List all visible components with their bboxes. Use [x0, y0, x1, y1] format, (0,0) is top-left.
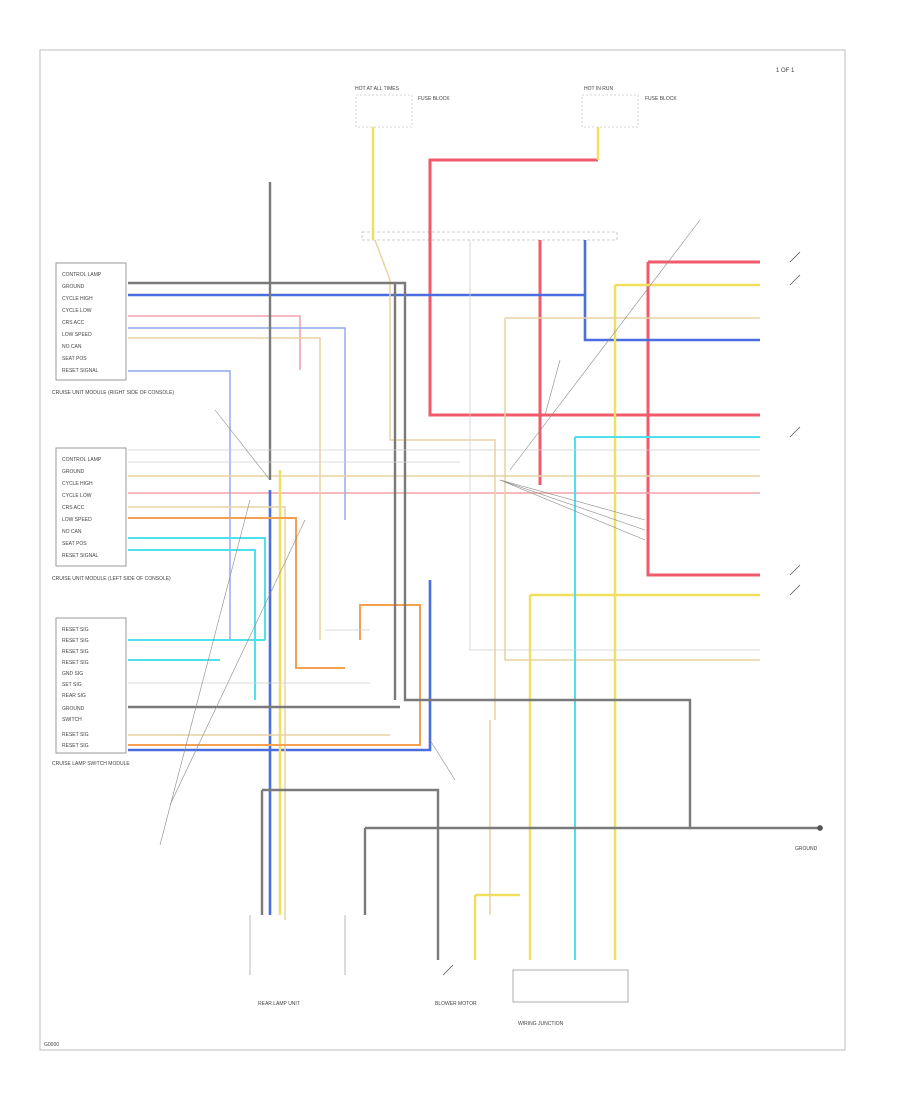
connector-c-pin: REAR SIG: [62, 693, 86, 699]
connector-c-pin: RESET SIG: [62, 660, 89, 666]
connector-b-pin: GROUND: [62, 469, 85, 475]
connector-c-pin: GND SIG: [62, 671, 83, 677]
connector-c-caption: CRUISE LAMP SWITCH MODULE: [52, 761, 130, 767]
splice-bar: [361, 231, 618, 241]
connector-c-pin: SWITCH: [62, 717, 82, 723]
blower-motor-label: BLOWER MOTOR: [435, 1001, 477, 1007]
connector-c-pin: RESET SIG: [62, 732, 89, 738]
connector-a-pin: CONTROL LAMP: [62, 272, 102, 278]
connector-b-pin: RESET SIGNAL: [62, 553, 99, 559]
wire-thin: [128, 240, 760, 684]
connector-a-pin: NO CAN: [62, 344, 82, 350]
connector-a-pin: GROUND: [62, 284, 85, 290]
connector-c-pin: RESET SIG: [62, 743, 89, 749]
ground-label: GROUND: [795, 846, 818, 852]
fuse-block-right: HOT IN RUN FUSE BLOCK: [581, 86, 677, 128]
wire-orange: [128, 517, 421, 746]
fuse-block-left-title: HOT AT ALL TIMES: [355, 86, 400, 92]
switch-symbols: [442, 251, 823, 976]
wiring-junction-box: WIRING JUNCTION: [512, 969, 629, 1027]
connector-c-pin: RESET SIG: [62, 638, 89, 644]
wire-tan: [128, 239, 760, 920]
connector-c-pin: SET SIG: [62, 682, 82, 688]
wiring-junction-label: WIRING JUNCTION: [518, 1021, 564, 1027]
wire-gray: [128, 182, 820, 960]
connector-a-pin: CYCLE HIGH: [62, 296, 93, 302]
connector-b: CONTROL LAMP GROUND CYCLE HIGH CYCLE LOW…: [52, 447, 171, 582]
connector-a-pin: CYCLE LOW: [62, 308, 92, 314]
wire-blue: [128, 240, 760, 915]
footer-code: G0000: [44, 1042, 59, 1048]
connector-b-pin: CYCLE HIGH: [62, 481, 93, 487]
connector-c-pin: GROUND: [62, 706, 85, 712]
connector-a-caption: CRUISE UNIT MODULE (RIGHT SIDE OF CONSOL…: [52, 390, 174, 396]
fuse-block-right-label: FUSE BLOCK: [645, 96, 677, 102]
connector-a: CONTROL LAMP GROUND CYCLE HIGH CYCLE LOW…: [52, 262, 174, 396]
wire-red: [428, 158, 760, 577]
fuse-block-left-label: FUSE BLOCK: [418, 96, 450, 102]
connector-b-pin: NO CAN: [62, 529, 82, 535]
connector-b-pin: CRS ACC: [62, 505, 85, 511]
bottom-brackets: [249, 915, 346, 975]
connector-a-pin: LOW SPEED: [62, 332, 92, 338]
corner-label: 1 OF 1: [776, 68, 795, 74]
connector-c-pin: RESET SIG: [62, 649, 89, 655]
connector-b-pin: SEAT POS: [62, 541, 87, 547]
connector-a-pin: SEAT POS: [62, 356, 87, 362]
connector-a-pin: RESET SIGNAL: [62, 368, 99, 374]
connector-b-caption: CRUISE UNIT MODULE (LEFT SIDE OF CONSOLE…: [52, 576, 171, 582]
wire-yellow: [278, 127, 760, 960]
connector-c-pin: RESET SIG: [62, 627, 89, 633]
connector-a-pin: CRS ACC: [62, 320, 85, 326]
connector-c: RESET SIG RESET SIG RESET SIG RESET SIG …: [52, 617, 130, 767]
connector-b-pin: CONTROL LAMP: [62, 457, 102, 463]
rear-lamp-label: REAR LAMP UNIT: [258, 1001, 300, 1007]
wire-cyan: [128, 436, 760, 960]
fuse-block-right-title: HOT IN RUN: [584, 86, 613, 92]
wire-pink: [128, 315, 760, 494]
connector-b-pin: LOW SPEED: [62, 517, 92, 523]
leader-lines: [159, 219, 701, 846]
fuse-block-left: HOT AT ALL TIMES FUSE BLOCK: [355, 86, 450, 128]
connector-b-pin: CYCLE LOW: [62, 493, 92, 499]
